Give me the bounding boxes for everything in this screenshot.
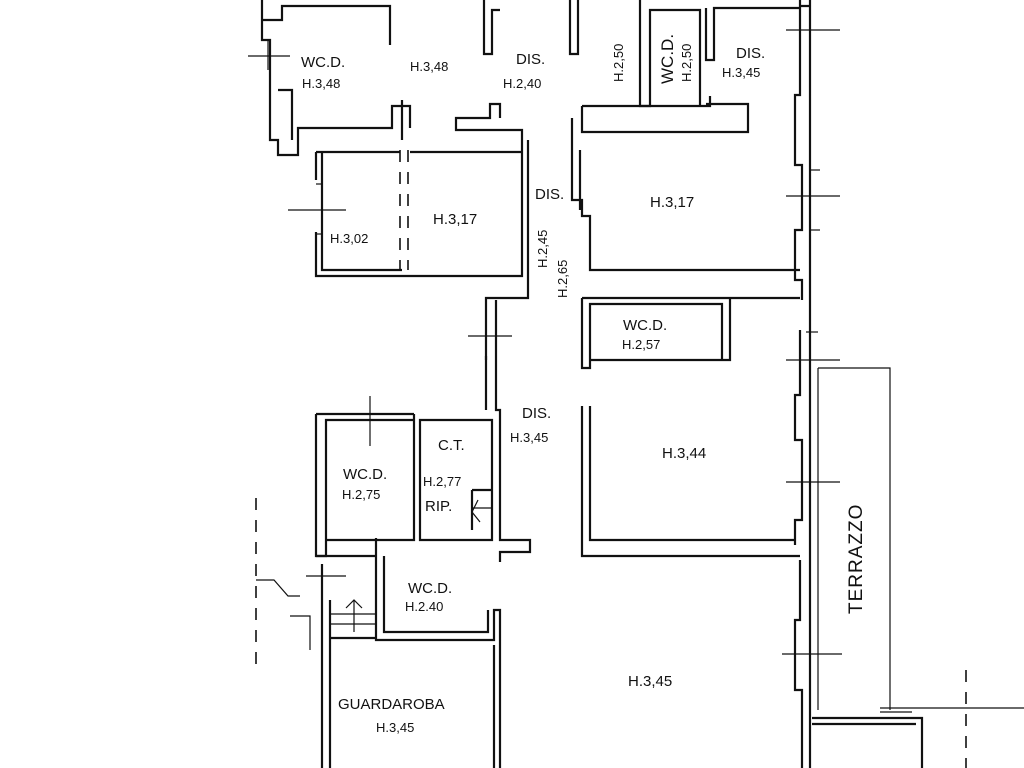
top-right-wc-height: H.2,50 [679,44,694,82]
guardaroba-name: GUARDAROBA [338,696,445,713]
wall-corridor-right-upper [570,118,800,272]
wall-right-notches [793,130,804,768]
wall-upper-left-alcove [320,150,522,272]
corridor-h245: H.2,45 [535,230,550,268]
rip-label: RIP. [425,498,452,515]
top-right-dis-name: DIS. [736,45,765,62]
lower-left-wc-height: H.2,75 [342,487,380,502]
top-left-wc-name: WC.D. [301,54,345,71]
wall-upper-left-alcove-2 [484,140,530,360]
upper-left-alcove-height: H.3,02 [330,231,368,246]
wall-ct [418,418,494,542]
corridor-dis-upper: DIS. [535,186,564,203]
wall-corridor-left [484,300,532,562]
ct-height: H.2,77 [423,474,461,489]
stair-arrow-icon [330,499,492,632]
wall-top-left-wc [260,0,412,157]
wall-terrace [817,367,891,710]
top-left-dis-height: H.2,40 [503,76,541,91]
mid-right-room-height: H.3,44 [662,445,706,462]
wall-right-wc [580,296,800,370]
wall-top-right-dis [580,96,750,134]
upper-left-room-height: H.3,17 [433,211,477,228]
walls [260,0,1024,768]
ct-name: C.T. [438,437,465,454]
corridor-dis-lower-name: DIS. [522,405,551,422]
lower-left-wc-name: WC.D. [343,466,387,483]
terrace-label: TERRAZZO [846,504,867,614]
top-center-h250: H.2,50 [611,44,626,82]
right-wc-height: H.2,57 [622,337,660,352]
top-left-dis-name: DIS. [516,51,545,68]
wall-lower-wc2 [374,538,502,645]
lower-wc2-name: WC.D. [408,580,452,597]
dashed-lines [255,150,967,768]
windows [248,29,912,713]
corridor-h265: H.2,65 [555,260,570,298]
wall-right-outer [793,0,812,768]
wall-guardaroba [316,554,376,768]
wall-mid-right-room [580,406,800,558]
corridor-dis-lower-height: H.3,45 [510,430,548,445]
wall-lower-left-wc [314,412,416,558]
top-right-dis-height: H.3,45 [722,65,760,80]
lower-wc2-height: H.2.40 [405,599,443,614]
wall-top-left-inner [278,88,404,140]
room-labels: WC.D. H.3,48 H.3,48 DIS. H.2,40 H.2,50 W… [301,34,867,735]
wall-lower-corridor [492,645,502,768]
wall-upper-left-room [314,102,524,278]
right-wc-name: WC.D. [623,317,667,334]
top-left-room-height: H.3,48 [410,59,448,74]
top-left-wc-height: H.3,48 [302,76,340,91]
top-right-wc-name: WC.D. [658,34,677,84]
bottom-right-room-height: H.3,45 [628,673,672,690]
guardaroba-height: H.3,45 [376,720,414,735]
wall-top-right-wc [638,0,800,108]
upper-right-room-height: H.3,17 [650,194,694,211]
wall-bottom-right [812,716,924,768]
wall-top-corridor [482,0,580,56]
